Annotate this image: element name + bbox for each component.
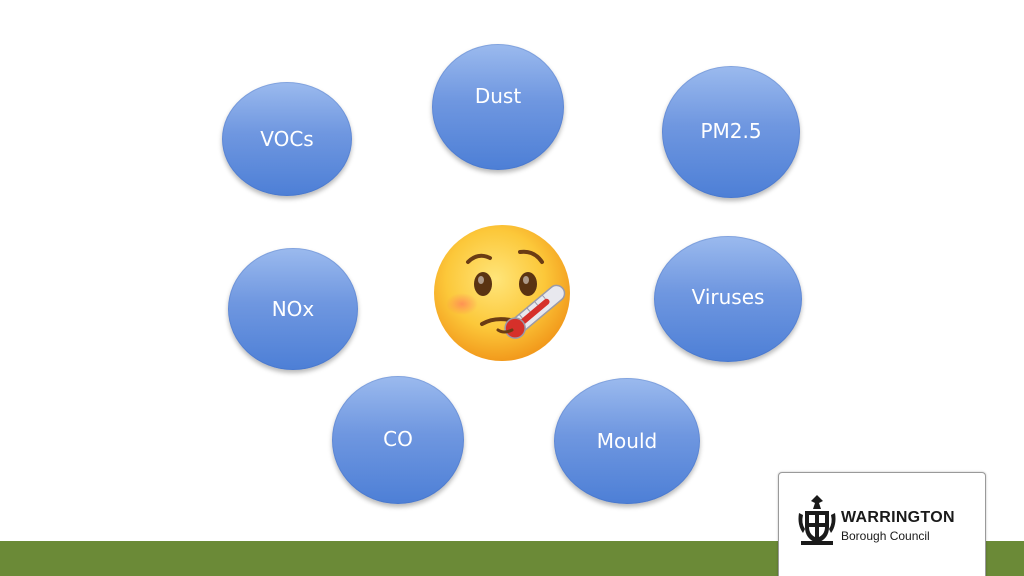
bubble-label: Viruses [691,285,765,309]
bubble-mould: Mould [554,378,700,504]
logo-title: WARRINGTON [841,509,955,526]
bubble-viruses: Viruses [654,236,802,362]
bubble-label: PM2.5 [700,119,762,143]
bubble-pm25: PM2.5 [662,66,800,198]
bubble-label: VOCs [260,127,314,151]
bubble-co: CO [332,376,464,504]
face-with-thermometer-icon [434,225,570,361]
logo-subtitle: Borough Council [841,529,930,543]
bubble-vocs: VOCs [222,82,352,196]
bubble-dust: Dust [432,44,564,170]
bubble-label: NOx [271,297,315,321]
bubble-nox: NOx [228,248,358,370]
bubble-label: Dust [474,84,522,108]
bubble-label: Mould [596,429,658,453]
bubble-label: CO [383,427,413,451]
council-logo: WARRINGTON Borough Council [778,472,986,576]
coat-of-arms-icon [798,495,836,545]
